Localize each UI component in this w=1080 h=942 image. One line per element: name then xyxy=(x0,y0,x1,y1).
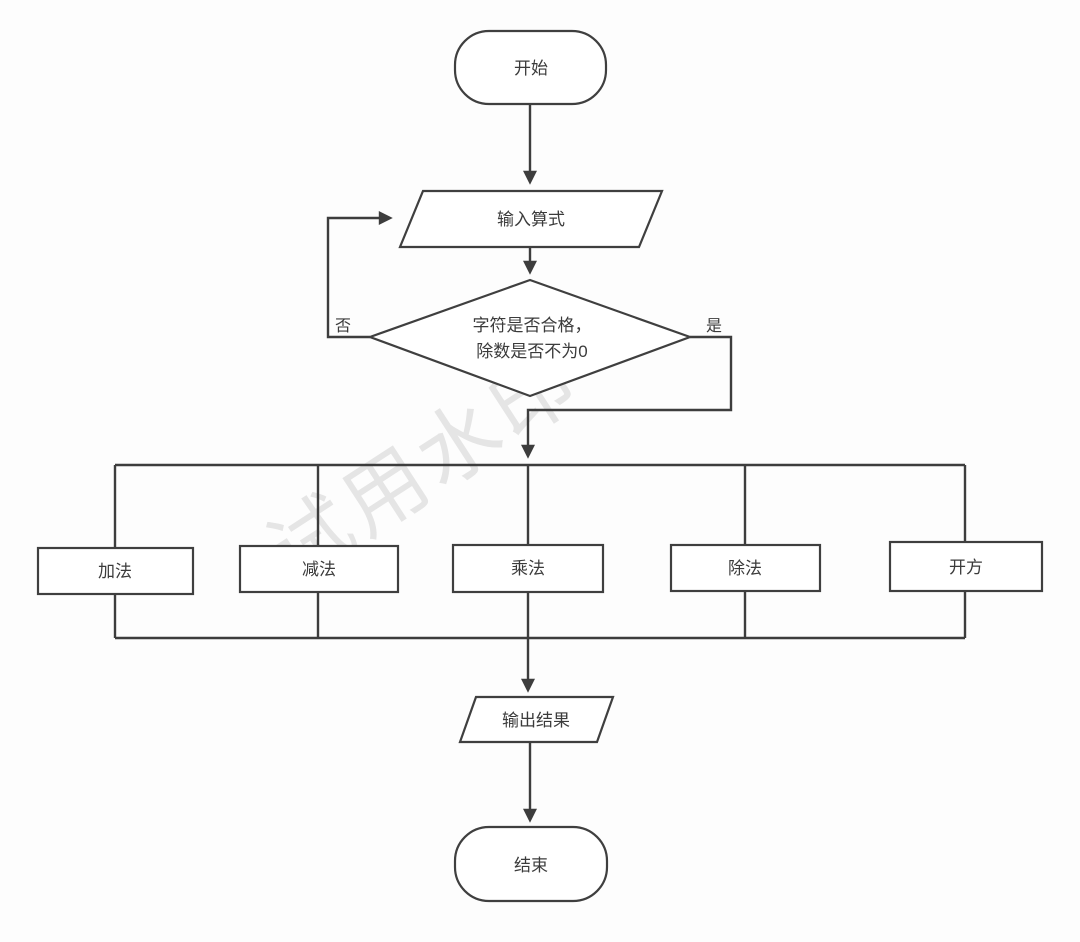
op-sqrt-shape xyxy=(888,540,1044,593)
op-sub-label: 减法 xyxy=(302,560,336,579)
branch-no-label: 否 xyxy=(335,318,351,335)
end-shape xyxy=(453,825,609,903)
node-op-add: 加法 xyxy=(36,546,195,596)
connector-no-loop xyxy=(326,211,393,339)
op-sqrt-label: 开方 xyxy=(949,558,983,577)
node-op-mul: 乘法 xyxy=(451,543,605,594)
op-div-shape xyxy=(669,543,822,593)
node-start: 开始 xyxy=(453,29,608,106)
input-label: 输入算式 xyxy=(497,210,565,229)
op-add-shape xyxy=(36,546,195,596)
op-mul-label: 乘法 xyxy=(511,559,545,578)
op-mul-shape xyxy=(451,543,605,594)
branch-yes-label: 是 xyxy=(706,318,722,335)
input-shape xyxy=(398,189,664,249)
op-sub-shape xyxy=(238,544,400,594)
node-op-sub: 减法 xyxy=(238,544,400,594)
start-shape xyxy=(453,29,608,106)
decision-shape xyxy=(366,278,694,398)
output-shape xyxy=(458,695,615,744)
decision-label-line2: 除数是否不为0 xyxy=(476,342,587,361)
node-output: 输出结果 xyxy=(458,695,615,744)
op-add-label: 加法 xyxy=(98,562,132,581)
node-op-sqrt: 开方 xyxy=(888,540,1044,593)
connector-yes-path xyxy=(521,335,733,459)
output-label: 输出结果 xyxy=(502,711,570,730)
end-label: 结束 xyxy=(514,856,548,875)
node-op-div: 除法 xyxy=(669,543,822,593)
node-decision: 字符是否合格， 除数是否不为0 xyxy=(366,278,694,398)
start-label: 开始 xyxy=(514,59,548,78)
node-end: 结束 xyxy=(453,825,609,903)
decision-label-line1: 字符是否合格， xyxy=(473,316,592,335)
op-div-label: 除法 xyxy=(728,559,762,578)
node-input: 输入算式 xyxy=(398,189,664,249)
